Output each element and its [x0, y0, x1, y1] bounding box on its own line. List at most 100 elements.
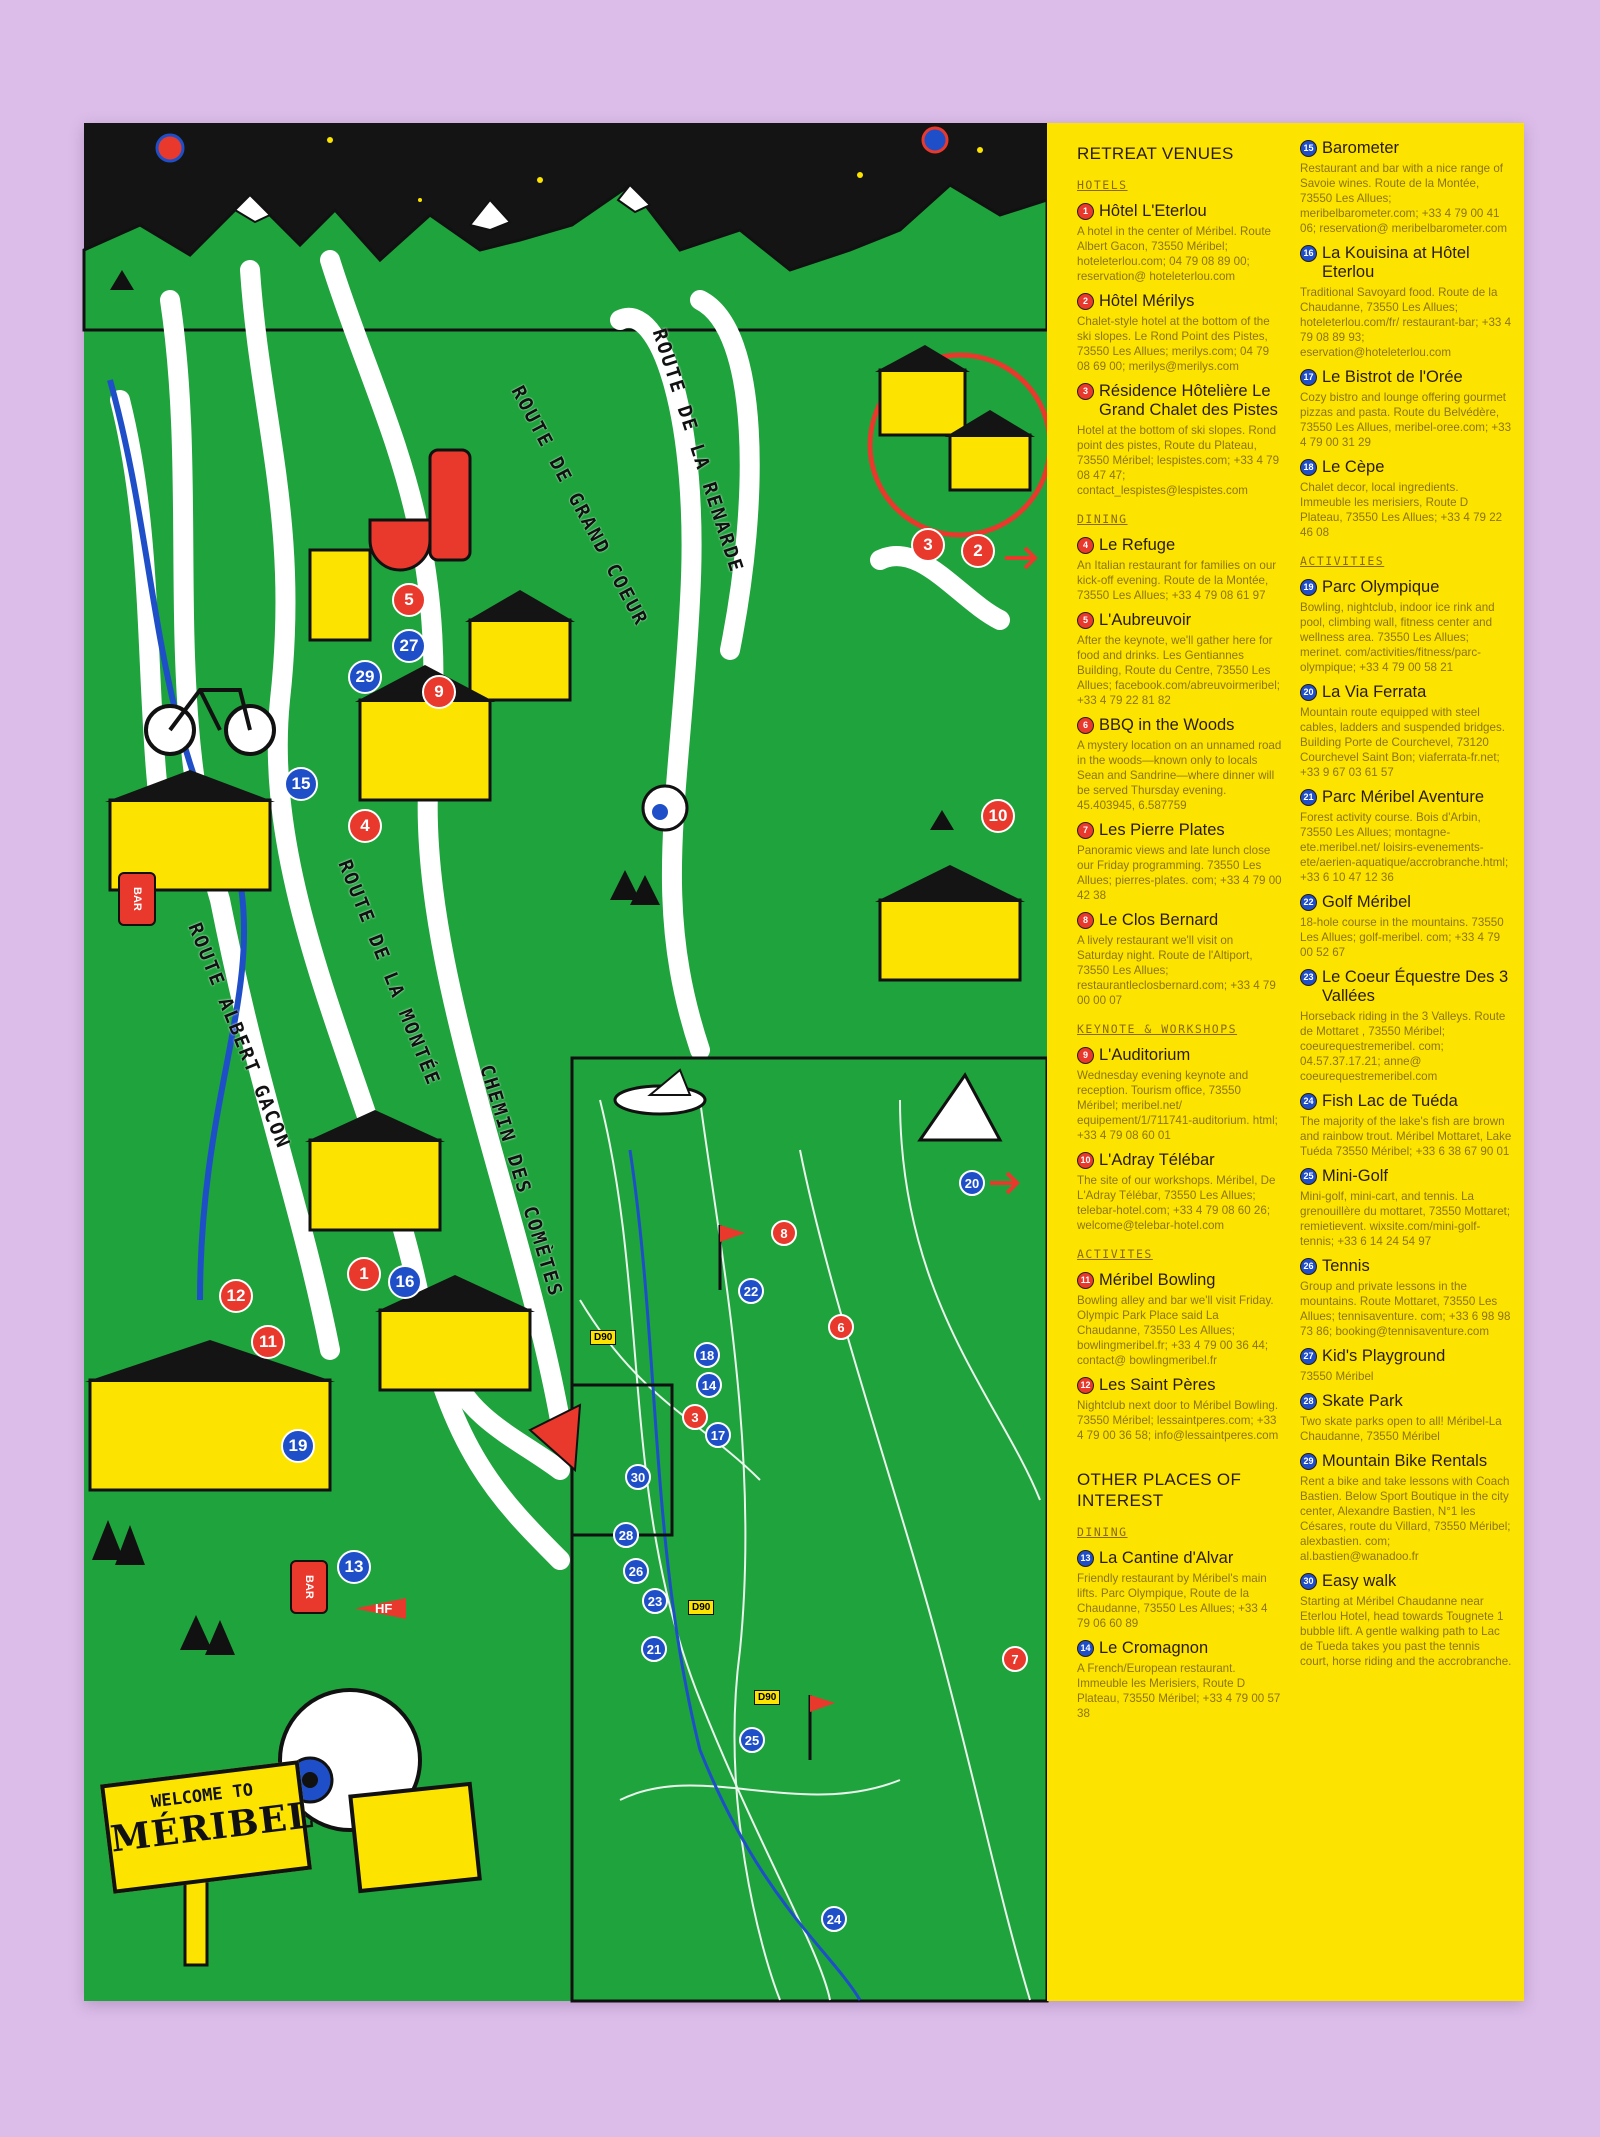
map-marker-22[interactable]: 22: [738, 1278, 764, 1304]
trees: [92, 270, 954, 1655]
entry-description: A lively restaurant we'll visit on Satur…: [1077, 934, 1276, 1007]
entry-number-badge: 25: [1300, 1168, 1317, 1185]
arrow-icon: [528, 1403, 582, 1473]
entry-number-badge: 6: [1077, 717, 1094, 734]
map-marker-1[interactable]: 1: [347, 1257, 381, 1291]
inset-river: [628, 1149, 862, 2001]
map-marker-19[interactable]: 19: [281, 1429, 315, 1463]
entry-title: Barometer: [1322, 139, 1400, 157]
map-marker-10[interactable]: 10: [981, 799, 1015, 833]
entry-description: Bowling alley and bar we'll visit Friday…: [1077, 1294, 1274, 1367]
map-marker-11[interactable]: 11: [251, 1325, 285, 1359]
entry-number-badge: 13: [1077, 1550, 1094, 1567]
category-label: DINING: [1077, 512, 1128, 526]
planet: [921, 126, 949, 154]
entry-description: Chalet-style hotel at the bottom of the …: [1077, 315, 1270, 373]
entry-description: Restaurant and bar with a nice range of …: [1300, 162, 1508, 235]
map-marker-18[interactable]: 18: [694, 1342, 720, 1368]
map-marker-21[interactable]: 21: [641, 1636, 667, 1662]
map-marker-12[interactable]: 12: [219, 1279, 253, 1313]
entry-number-badge: 19: [1300, 579, 1317, 596]
map-marker-5[interactable]: 5: [392, 583, 426, 617]
entry-number-badge: 3: [1077, 383, 1094, 400]
entry-description: Bowling, nightclub, indoor ice rink and …: [1300, 601, 1495, 674]
entry-title: Les Saint Pères: [1099, 1376, 1216, 1394]
map-marker-14[interactable]: 14: [696, 1372, 722, 1398]
map-marker-8[interactable]: 8: [771, 1220, 797, 1246]
bottle-and-bowl: [368, 448, 472, 572]
entry-description: Rent a bike and take lessons with Coach …: [1300, 1475, 1511, 1563]
map-marker-6[interactable]: 6: [828, 1314, 854, 1340]
entry-description: After the keynote, we'll gather here for…: [1077, 634, 1280, 707]
entry-title: Le Cèpe: [1322, 458, 1385, 476]
category-label: DINING: [1077, 1525, 1128, 1539]
entry-title: Easy walk: [1322, 1572, 1397, 1590]
entry-title-row: 13 La Cantine d'Alvar: [1077, 1549, 1282, 1568]
map-marker-24[interactable]: 24: [821, 1906, 847, 1932]
map-marker-20[interactable]: 20: [959, 1170, 985, 1196]
map-marker-16[interactable]: 16: [388, 1265, 422, 1299]
map-marker-25[interactable]: 25: [739, 1727, 765, 1753]
road-tag: D90: [590, 1330, 617, 1345]
entry-description: Hotel at the bottom of ski slopes. Rond …: [1077, 424, 1280, 497]
entry-description: The majority of the lake's fish are brow…: [1300, 1115, 1512, 1158]
map-marker-9[interactable]: 9: [422, 675, 456, 709]
entry-description: Chalet decor, local ingredients. Immeubl…: [1300, 481, 1503, 539]
entry-number-badge: 29: [1300, 1453, 1317, 1470]
map-marker-7[interactable]: 7: [1002, 1646, 1028, 1672]
entry-title: Parc Méribel Aventure: [1322, 788, 1485, 806]
entry-number-badge: 14: [1077, 1640, 1094, 1657]
map-marker-3[interactable]: 3: [682, 1404, 708, 1430]
map-marker-4[interactable]: 4: [348, 809, 382, 843]
map-marker-29[interactable]: 29: [348, 660, 382, 694]
entry-description: The site of our workshops. Méribel, De L…: [1077, 1174, 1276, 1232]
map-marker-2[interactable]: 2: [961, 534, 995, 568]
entry-title: Les Pierre Plates: [1099, 821, 1225, 839]
entry-description: A French/European restaurant. Immeuble l…: [1077, 1662, 1281, 1720]
entry-title: Skate Park: [1322, 1392, 1403, 1410]
entry-number-badge: 4: [1077, 537, 1094, 554]
entry-title: Hôtel L'Eterlou: [1099, 202, 1207, 220]
map-marker-28[interactable]: 28: [613, 1522, 639, 1548]
map-marker-15[interactable]: 15: [284, 767, 318, 801]
map-marker-13[interactable]: 13: [337, 1550, 371, 1584]
arrow-icon: [1005, 546, 1038, 570]
map-marker-3[interactable]: 3: [911, 528, 945, 562]
map-marker-23[interactable]: 23: [642, 1588, 668, 1614]
map-marker-17[interactable]: 17: [705, 1422, 731, 1448]
entry-number-badge: 10: [1077, 1152, 1094, 1169]
map-marker-30[interactable]: 30: [625, 1464, 651, 1490]
entry-title: La Cantine d'Alvar: [1099, 1549, 1234, 1567]
map-marker-27[interactable]: 27: [392, 629, 426, 663]
entry-number-badge: 20: [1300, 684, 1317, 701]
section-heading: OTHER PLACES OF INTEREST: [1077, 1470, 1242, 1510]
map-marker-26[interactable]: 26: [623, 1558, 649, 1584]
